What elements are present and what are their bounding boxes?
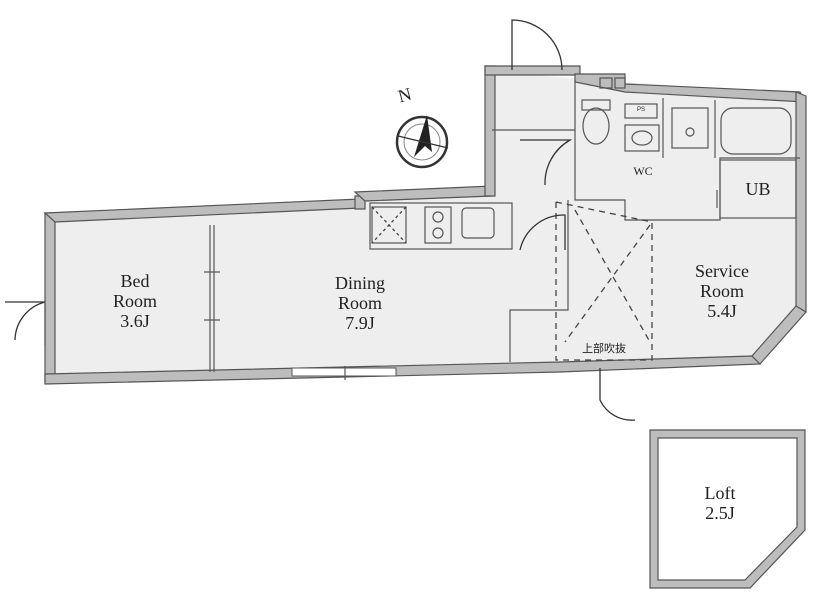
wc-door	[519, 214, 566, 251]
apartment-floor	[55, 72, 800, 376]
kitchen-counter	[369, 202, 513, 250]
washer-drain	[685, 127, 695, 137]
void-outline	[555, 201, 653, 361]
loft-name: Loft	[704, 483, 736, 503]
burner-2	[432, 227, 444, 239]
closet-door	[520, 139, 573, 186]
outer-wall-entry-west	[484, 65, 496, 197]
void-cross-2	[564, 224, 651, 343]
range-hood	[371, 206, 407, 244]
loft-floor	[657, 437, 798, 581]
washer-pan	[671, 107, 709, 149]
service-room-name-2: Room	[699, 280, 744, 301]
south-window	[291, 367, 397, 377]
compass-rose	[395, 115, 449, 169]
toilet-tank	[581, 99, 611, 111]
compass-needle	[414, 115, 432, 157]
unit-bath-box	[719, 159, 797, 219]
kitchen-sink	[461, 207, 495, 239]
ps-label: PS	[636, 107, 645, 113]
ub-label: UB	[745, 179, 771, 199]
dining-room-label: Dining Room 7.9J	[315, 273, 405, 333]
ps-box	[624, 103, 658, 119]
partition-kitchen	[509, 200, 569, 362]
ps-small-1	[599, 77, 613, 89]
outer-wall-chamfer	[751, 305, 807, 365]
ps-small-2	[614, 77, 626, 89]
bed-room-name-2: Room	[112, 290, 157, 311]
stove	[424, 206, 452, 244]
outer-wall-east	[795, 91, 807, 313]
void-label: 上部吹抜	[568, 342, 640, 356]
bathtub	[720, 107, 792, 155]
void-cross-1	[574, 209, 651, 343]
dining-room-name-2: Room	[337, 292, 382, 313]
loft-label: Loft 2.5J	[685, 483, 755, 524]
bed-room-size: 3.6J	[120, 310, 150, 331]
service-room-size: 5.4J	[707, 300, 737, 321]
partition-wet-area	[574, 80, 800, 221]
dining-room-name: Dining	[334, 273, 385, 293]
service-room-name: Service	[695, 261, 749, 281]
dining-room-size: 7.9J	[345, 312, 375, 333]
toilet	[582, 107, 610, 145]
bed-room-label: Bed Room 3.6J	[95, 271, 175, 331]
range-hood-x2	[371, 206, 407, 244]
outer-wall-entry-north	[484, 65, 581, 76]
burner-1	[432, 211, 444, 223]
bed-balcony-door	[5, 301, 46, 341]
wash-basin	[624, 124, 660, 152]
entry-door	[511, 19, 563, 71]
service-room-label: Service Room 5.4J	[672, 261, 772, 321]
service-exit-door	[599, 368, 636, 421]
bed-room-name: Bed	[120, 271, 150, 291]
outer-wall-west	[44, 212, 56, 383]
loft-size: 2.5J	[705, 502, 735, 523]
wash-basin-bowl	[631, 130, 653, 146]
wc-label: WC	[633, 164, 653, 178]
